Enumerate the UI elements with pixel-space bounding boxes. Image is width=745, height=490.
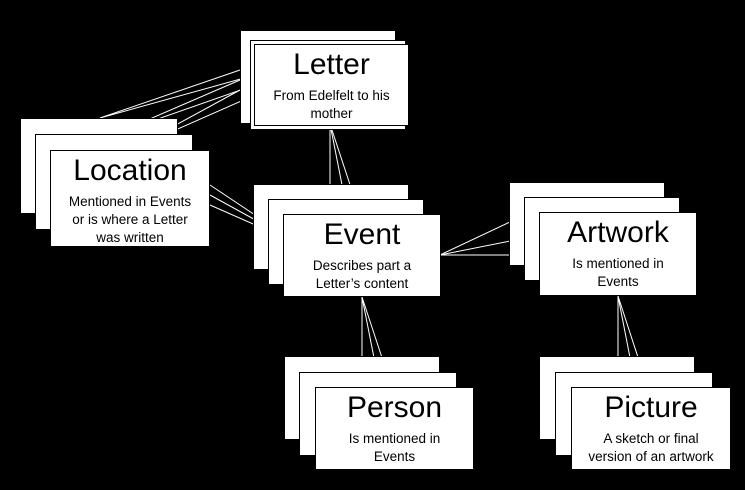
event-node-description: Describes part a Letter’s content <box>312 257 412 291</box>
location-node-title: Location <box>73 154 187 187</box>
location-node-description: Mentioned in Events or is where a Letter… <box>68 193 192 245</box>
person-node-title: Person <box>346 391 443 424</box>
person-node: Person Is mentioned in Events <box>315 387 474 470</box>
event-node-title: Event <box>323 218 401 251</box>
artwork-node-title: Artwork <box>567 216 669 249</box>
letter-node-title: Letter <box>293 48 370 81</box>
event-node: Event Describes part a Letter’s content <box>283 214 441 297</box>
picture-node-title: Picture <box>604 391 698 424</box>
location-node: Location Mentioned in Events or is where… <box>50 150 210 247</box>
edge-location-event <box>209 184 256 216</box>
artwork-node: Artwork Is mentioned in Events <box>539 212 697 296</box>
artwork-node-description: Is mentioned in Events <box>572 255 664 289</box>
picture-node: Picture A sketch or final version of an … <box>571 387 731 470</box>
letter-node: Letter From Edelfelt to his mother <box>254 44 409 126</box>
edge-event-artwork <box>439 221 511 256</box>
person-node-description: Is mentioned in Events <box>348 430 441 464</box>
edge-letter-location <box>99 69 241 119</box>
letter-node-description: From Edelfelt to his mother <box>273 87 390 121</box>
picture-node-description: A sketch or final version of an artwork <box>588 430 714 464</box>
